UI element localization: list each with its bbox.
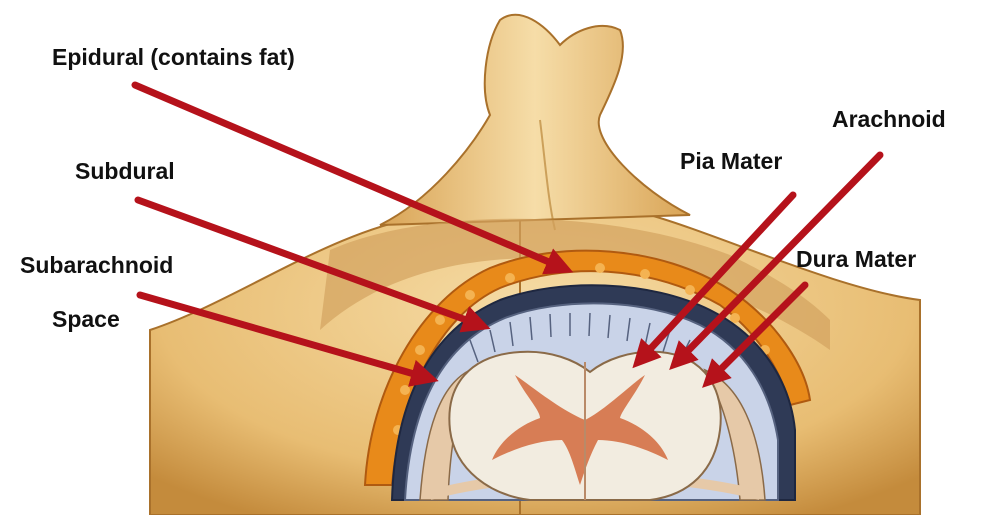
spinous-process xyxy=(380,15,690,225)
label-subarachnoid-space: Space xyxy=(52,308,120,331)
label-subdural: Subdural xyxy=(75,160,175,183)
label-pia-mater: Pia Mater xyxy=(680,150,782,173)
label-subarachnoid: Subarachnoid xyxy=(20,254,173,277)
label-arachnoid: Arachnoid xyxy=(832,108,946,131)
label-dura-mater: Dura Mater xyxy=(796,248,916,271)
label-epidural: Epidural (contains fat) xyxy=(52,46,295,69)
